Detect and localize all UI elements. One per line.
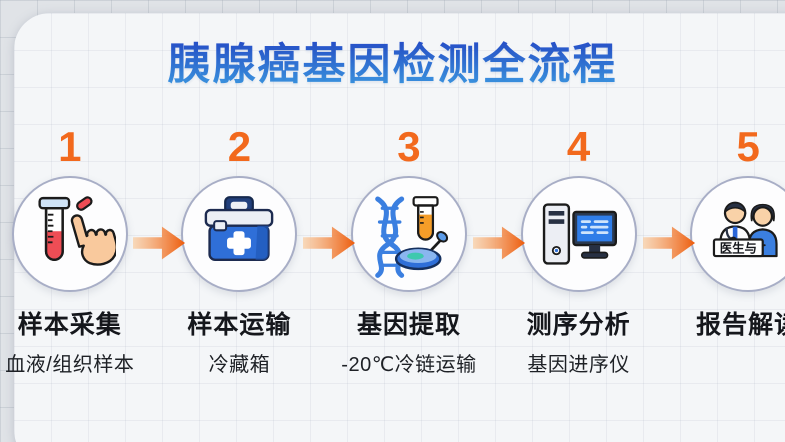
step-number: 5 — [736, 123, 760, 170]
step-label: 样本采集 — [17, 311, 122, 339]
flow-arrow-icon — [473, 226, 526, 260]
step-3-gene-extraction: 3 — [324, 124, 494, 377]
flow-arrow-icon — [643, 226, 696, 260]
step-1-sample-collection: 1 样本采集 — [0, 124, 155, 377]
step-sublabel: 血液/组织样本 — [5, 354, 135, 376]
doctor-sign-text: 医生与 — [720, 240, 757, 255]
step-4-sequencing-analysis: 4 — [494, 124, 664, 377]
step-icon-circle — [181, 176, 298, 292]
sequencing-computer-icon — [542, 203, 617, 265]
flow-arrow-icon — [133, 226, 186, 260]
step-label: 测序分析 — [526, 311, 631, 339]
step-icon-circle: 医生与 — [690, 176, 785, 292]
step-icon-circle — [350, 176, 467, 292]
step-sublabel: 基因进序仪 — [527, 354, 630, 376]
step-number: 3 — [397, 123, 421, 170]
page-title: 胰腺癌基因检测全流程 — [0, 30, 785, 92]
step-number: 2 — [227, 123, 252, 170]
medical-cooler-box-icon — [205, 196, 274, 261]
step-icon-circle — [520, 176, 637, 292]
step-label: 基因提取 — [356, 311, 461, 339]
step-label: 样本运输 — [187, 311, 292, 339]
step-sublabel: -20℃冷链运输 — [341, 354, 477, 376]
step-5-report-interpretation: 5 医生与 — [663, 124, 785, 377]
doctor-patient-consult-icon: 医生与 — [713, 201, 778, 258]
step-sublabel: 冷藏箱 — [208, 354, 271, 376]
step-2-sample-transport: 2 样本运输 冷藏箱 — [155, 124, 325, 377]
blood-sample-collection-icon — [38, 196, 116, 266]
step-number: 1 — [58, 123, 82, 170]
step-icon-circle — [11, 176, 128, 292]
process-steps-row: 1 样本采集 — [0, 124, 785, 377]
flow-arrow-icon — [303, 226, 356, 260]
dna-extraction-icon — [375, 196, 449, 278]
step-number: 4 — [566, 123, 591, 170]
step-label: 报告解读 — [696, 311, 785, 339]
